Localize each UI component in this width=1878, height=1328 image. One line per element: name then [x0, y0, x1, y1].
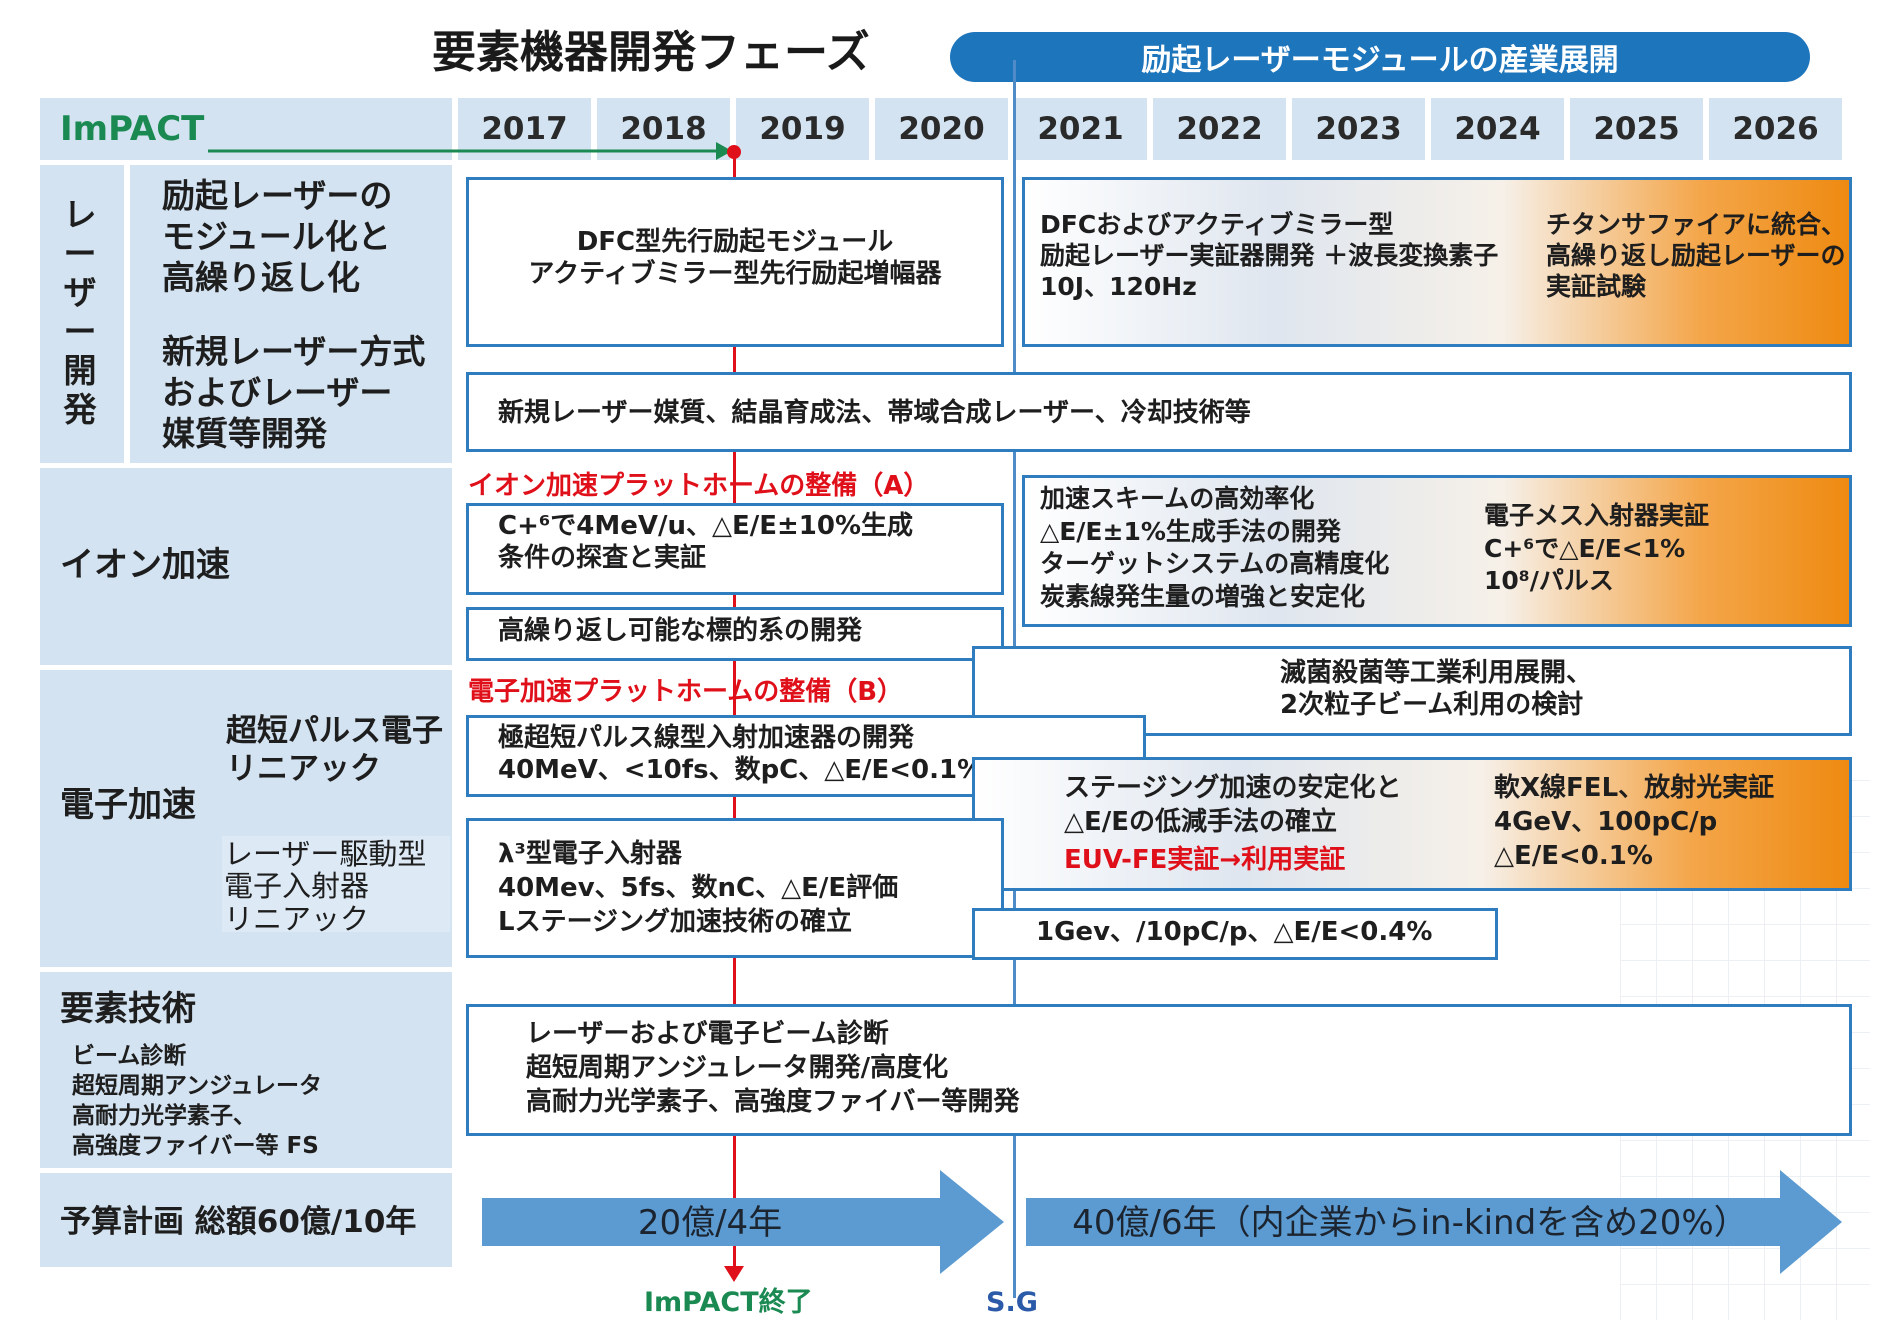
- electron-lambda-box: [466, 818, 1004, 958]
- titan-sapphire-text: チタンサファイアに統合、 高繰り返し励起レーザーの 実証試験: [1546, 210, 1847, 301]
- laser-sub1-label: 励起レーザーの モジュール化と 高繰り返し化: [162, 176, 393, 297]
- electron-1gev-text: 1Gev、/10pC/p、△E/E<0.4%: [1036, 917, 1433, 947]
- electron-1gev-box: [972, 908, 1498, 960]
- electron-sub2-label: レーザー駆動型 電子入射器 リニアック: [224, 837, 427, 936]
- laser-category-label: レ ー ザ ー 開 発: [63, 195, 97, 429]
- electron-staging-text: ステージング加速の安定化と △E/Eの低減手法の確立: [1064, 773, 1402, 837]
- dfc-active-mirror-text: DFCおよびアクティブミラー型 励起レーザー実証器開発 ＋波長変換素子 10J、…: [1040, 210, 1499, 301]
- electron-sub2-highlight: [222, 836, 450, 932]
- electron-category-label: 電子加速: [60, 785, 196, 825]
- dfc-active-mirror-box: [1022, 177, 1852, 347]
- year-2022: 2022: [1153, 98, 1286, 160]
- sg-label: S.G: [986, 1287, 1038, 1318]
- element-tech-box: [466, 1004, 1852, 1136]
- ion-c6-box: [466, 503, 1004, 595]
- laser-sub-cell: [130, 165, 452, 463]
- banner-text: 励起レーザーモジュールの産業展開: [1141, 43, 1619, 78]
- budget-arrow-1-text: 20億/4年: [637, 1203, 783, 1243]
- element-category-label: 要素技術: [60, 989, 196, 1029]
- electron-fel-text: 軟X線FEL、放射光実証 4GeV、100pC/p △E/E<0.1%: [1494, 773, 1775, 871]
- budget-arrow-2-text: 40億/6年（内企業からin-kindを含め20%）: [1072, 1203, 1748, 1243]
- year-2025: 2025: [1570, 98, 1703, 160]
- ion-platform-title: イオン加速プラットホームの整備（A）: [468, 471, 930, 501]
- element-detail-label: ビーム診断 超短周期アンジュレータ 高耐力光学素子、 高強度ファイバー等 FS: [72, 1043, 323, 1159]
- ion-scheme-text: 加速スキームの高効率化 △E/E±1%生成手法の開発 ターゲットシステムの高精度…: [1040, 484, 1390, 611]
- laser-sub2-label: 新規レーザー方式 およびレーザー 媒質等開発: [162, 332, 426, 453]
- budget-category-cell: [40, 1173, 452, 1267]
- ion-target-box: [466, 607, 1004, 661]
- year-2021: 2021: [1014, 98, 1147, 160]
- electron-euv-text: EUV-FE実証→利用実証: [1064, 845, 1346, 875]
- year-2020: 2020: [875, 98, 1008, 160]
- electron-lambda-text: λ³型電子入射器 40Mev、5fs、数nC、△E/E評価 Lステージング加速技…: [498, 839, 899, 937]
- impact-end-line: [733, 152, 736, 1270]
- electron-platform-title: 電子加速プラットホームの整備（B）: [468, 677, 904, 707]
- budget-label: 予算計画 総額60億/10年: [60, 1204, 417, 1240]
- element-tech-text: レーザーおよび電子ビーム診断 超短周期アンジュレータ開発/高度化 高耐力光学素子…: [526, 1019, 1020, 1117]
- electron-sub1-label: 超短パルス電子 リニアック: [226, 713, 443, 788]
- ion-category-label: イオン加速: [60, 545, 230, 585]
- electron-linac-text: 極超短パルス線型入射加速器の開発 40MeV、<10fs、数pC、△E/E<0.…: [498, 723, 984, 786]
- year-2023: 2023: [1292, 98, 1425, 160]
- ion-category-cell: [40, 468, 452, 665]
- budget-arrow-1: [482, 1170, 1004, 1274]
- ion-scheme-box: [1022, 475, 1852, 627]
- year-2024: 2024: [1431, 98, 1564, 160]
- dfc-module-box: [466, 177, 1004, 347]
- sterilize-text: 滅菌殺菌等工業利用展開、 2次粒子ビーム利用の検討: [1280, 658, 1593, 721]
- year-2026: 2026: [1709, 98, 1842, 160]
- new-laser-text: 新規レーザー媒質、結晶育成法、帯域合成レーザー、冷却技術等: [498, 398, 1251, 428]
- industrial-banner: 励起レーザーモジュールの産業展開: [950, 32, 1810, 82]
- electron-staging-box: [972, 757, 1852, 891]
- sterilize-box: [972, 646, 1852, 736]
- year-2019: 2019: [736, 98, 869, 160]
- page-title: 要素機器開発フェーズ: [432, 27, 870, 78]
- dfc-module-text: DFC型先行励起モジュール アクティブミラー型先行励起増幅器: [528, 227, 942, 290]
- new-laser-box: [466, 372, 1852, 452]
- impact-label: ImPACT: [60, 109, 205, 149]
- ion-injector-text: 電子メス入射器実証 C+⁶で△E/E<1% 10⁸/パルス: [1484, 501, 1710, 595]
- ion-c6-text: C+⁶で4MeV/u、△E/E±10%生成 条件の探査と実証: [498, 511, 914, 574]
- laser-category-cell: [40, 165, 124, 463]
- budget-arrow-2: [1026, 1170, 1842, 1274]
- ion-target-text: 高繰り返し可能な標的系の開発: [498, 616, 863, 646]
- impact-end-label: ImPACT終了: [644, 1287, 813, 1318]
- element-category-cell: [40, 972, 452, 1168]
